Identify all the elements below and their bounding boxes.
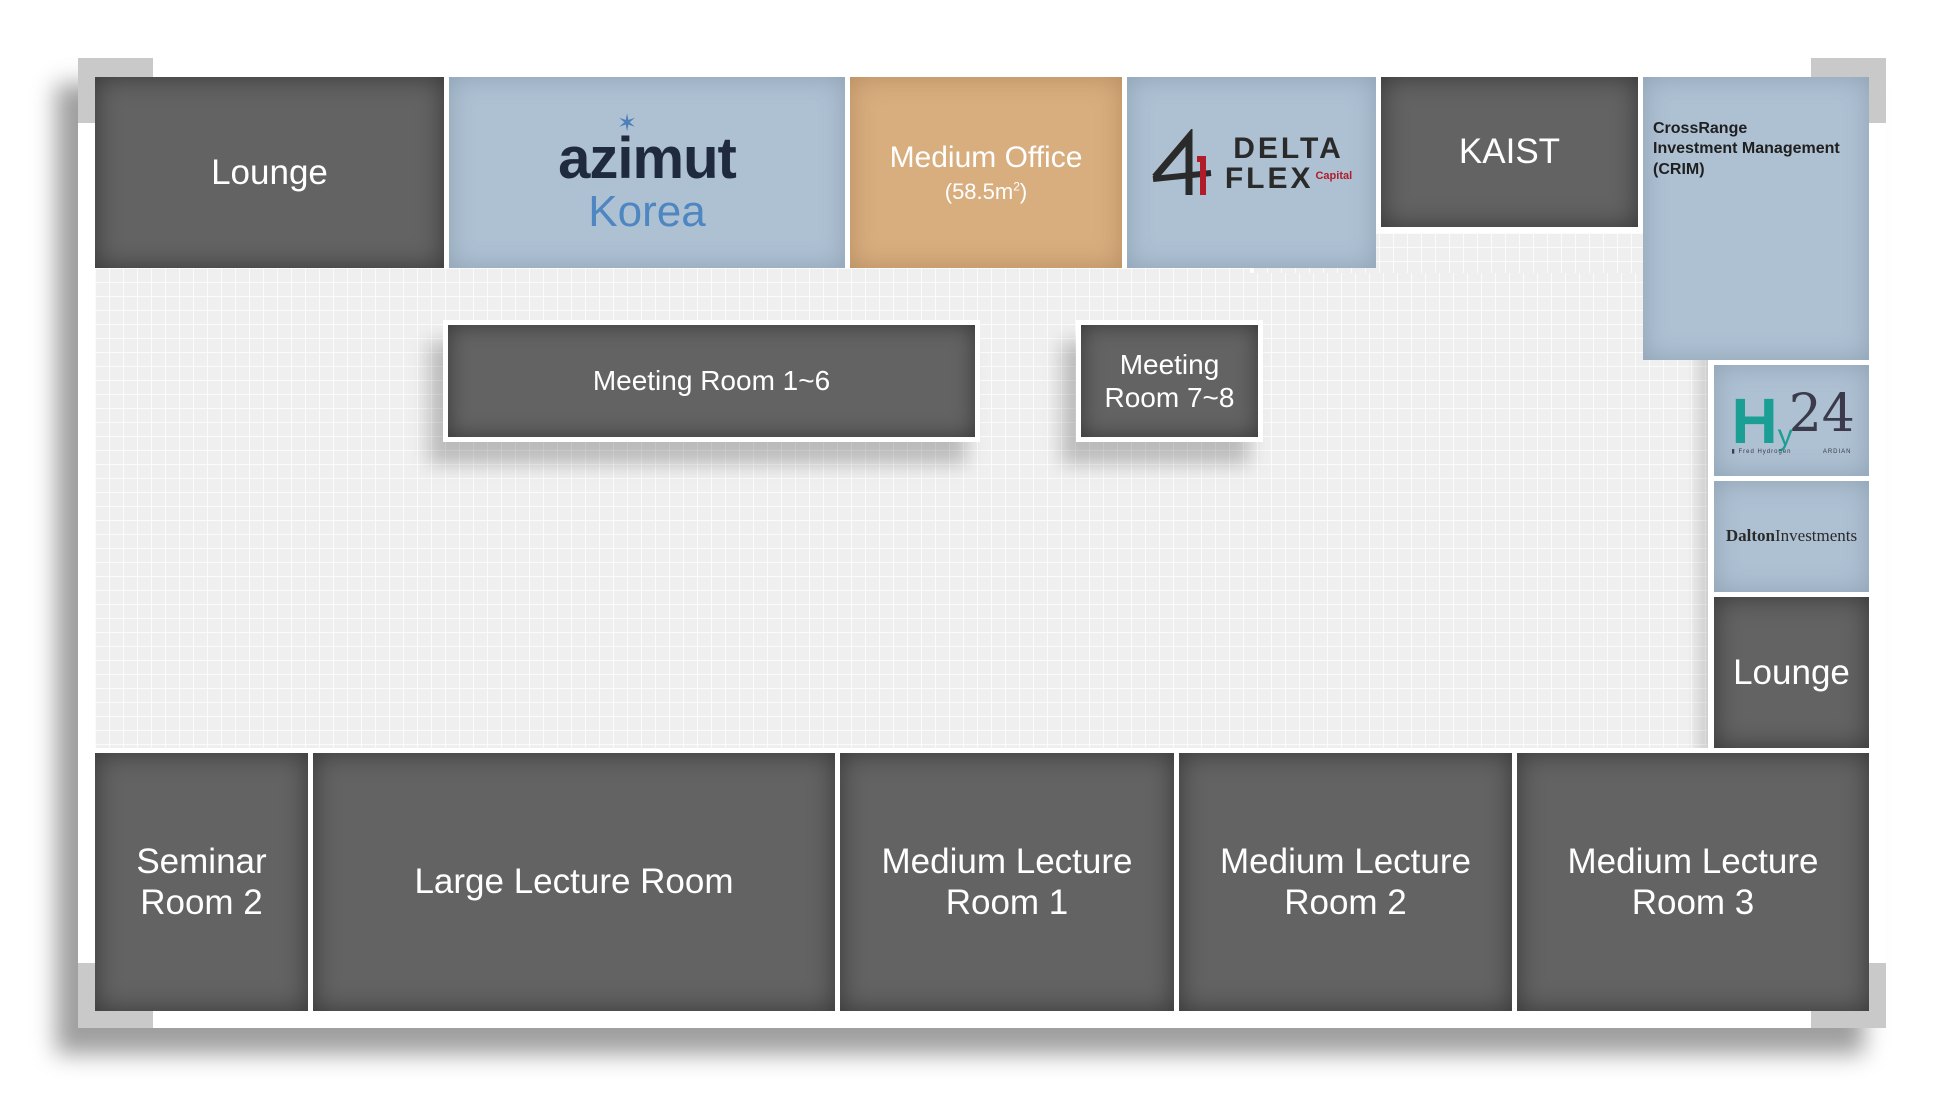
room-meeting-7-8[interactable]: Meeting Room 7~8 [1076, 320, 1263, 442]
crim-label: CrossRange Investment Management (CRIM) [1653, 119, 1840, 180]
room-medium-lecture-2[interactable]: Medium Lecture Room 2 [1179, 753, 1512, 1011]
crim-line2: Investment Management [1653, 140, 1840, 158]
room-dalton-investments[interactable]: DaltonInvestments [1714, 481, 1869, 592]
room-label-line2: Room 2 [140, 883, 263, 922]
room-label: Lounge [1733, 652, 1850, 692]
room-label: Large Lecture Room [414, 862, 734, 902]
room-meeting-1-6[interactable]: Meeting Room 1~6 [443, 320, 980, 442]
room-label: Medium Office [889, 140, 1083, 174]
azimut-sub: Korea [588, 186, 706, 236]
room-seminar-2[interactable]: Seminar Room 2 [95, 753, 308, 1011]
hy24-y: y [1777, 418, 1793, 452]
delta-flex-line1: DELTA [1233, 132, 1344, 165]
room-kaist[interactable]: KAIST [1381, 77, 1638, 227]
room-medium-office[interactable]: Medium Office (58.5m2) [850, 77, 1122, 268]
room-label-line1: Seminar [136, 841, 267, 881]
room-label-line2: Room 7~8 [1104, 382, 1235, 413]
room-area-close: ) [1019, 179, 1028, 205]
crim-line1: CrossRange [1653, 120, 1748, 137]
room-medium-lecture-1[interactable]: Medium Lecture Room 1 [840, 753, 1174, 1011]
room-area: (58.5m2) [945, 179, 1028, 205]
crim-line3: (CRIM) [1653, 160, 1705, 178]
hy24-logo-icon: H y 24 ▮ Fred Hydrogen ARDIAN [1731, 381, 1855, 461]
room-azimut-korea[interactable]: ✶ azimut Korea [449, 77, 845, 268]
room-label-line1: Medium Lecture [1220, 841, 1471, 881]
azimut-brand: azimut [558, 125, 737, 191]
room-label-line2: Room 3 [1631, 883, 1755, 922]
room-medium-lecture-3[interactable]: Medium Lecture Room 3 [1517, 753, 1869, 1011]
room-label: Lounge [211, 152, 328, 192]
room-label-line1: Medium Lecture [881, 841, 1133, 881]
room-area-unit-sup: 2 [1013, 179, 1020, 194]
room-crim[interactable]: CrossRange Investment Management (CRIM) [1643, 77, 1869, 360]
hy24-h: H [1731, 384, 1778, 457]
room-label-line1: Medium Lecture [1567, 841, 1819, 881]
room-hy24[interactable]: H y 24 ▮ Fred Hydrogen ARDIAN [1714, 365, 1869, 476]
dalton-logo-icon: DaltonInvestments [1726, 526, 1857, 546]
room-large-lecture[interactable]: Large Lecture Room [313, 753, 835, 1011]
hy24-sub-left: ▮ Fred Hydrogen [1731, 449, 1792, 456]
room-label: Meeting Room 1~6 [592, 365, 831, 397]
azimut-star-icon: ✶ [616, 109, 638, 137]
room-lounge-top[interactable]: Lounge [95, 77, 444, 268]
dalton-bold: Dalton [1725, 526, 1775, 546]
room-label: KAIST [1458, 132, 1561, 172]
room-area-value: (58.5m [944, 179, 1014, 205]
hy24-number: 24 [1788, 383, 1855, 444]
room-label-line2: Room 2 [1284, 883, 1407, 922]
hy24-sub-right: ARDIAN [1822, 449, 1852, 456]
delta-flex-tag: Capital [1315, 170, 1353, 182]
room-label-line1: Meeting [1119, 348, 1220, 380]
delta-flex-mark-icon [1152, 129, 1212, 195]
room-lounge-right[interactable]: Lounge [1714, 597, 1869, 748]
delta-flex-line2: FLEX [1224, 162, 1314, 195]
room-label-line2: Room 1 [945, 883, 1069, 922]
dalton-rest: Investments [1774, 526, 1858, 546]
azimut-logo-icon: ✶ azimut Korea [558, 109, 737, 236]
